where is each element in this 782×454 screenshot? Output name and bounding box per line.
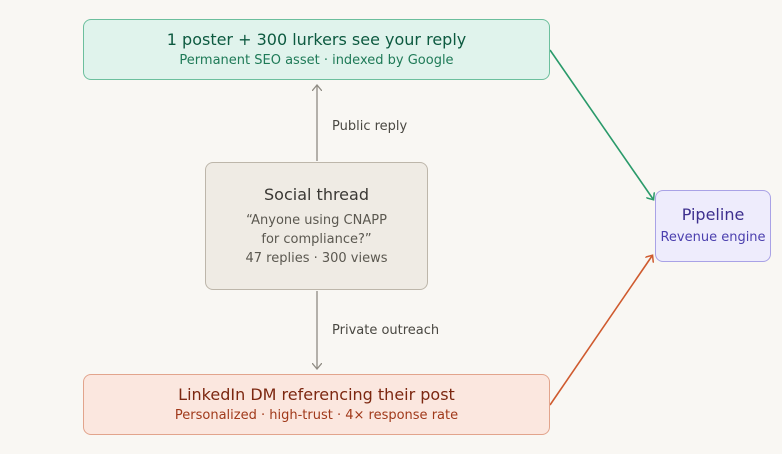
edge-bottom-to-pipeline	[549, 256, 652, 406]
node-pipeline: Pipeline Revenue engine	[655, 190, 771, 262]
node-title: Pipeline	[681, 205, 745, 224]
node-title: Social thread	[264, 184, 369, 204]
node-subtitle: Permanent SEO asset · indexed by Google	[179, 52, 454, 68]
node-social-thread: Social thread “Anyone using CNAPP for co…	[205, 162, 428, 290]
node-title: LinkedIn DM referencing their post	[178, 384, 455, 404]
node-stats: 47 replies · 300 views	[245, 250, 388, 266]
edge-label-private-outreach: Private outreach	[332, 323, 440, 338]
node-public-reply-audience: 1 poster + 300 lurkers see your reply Pe…	[83, 19, 550, 80]
node-quote-line-1: “Anyone using CNAPP	[246, 212, 387, 228]
node-subtitle: Revenue engine	[660, 230, 766, 245]
node-title: 1 poster + 300 lurkers see your reply	[166, 29, 467, 49]
node-quote-line-2: for compliance?”	[261, 231, 372, 247]
edge-top-to-pipeline	[549, 49, 653, 199]
node-subtitle: Personalized · high-trust · 4× response …	[174, 407, 459, 423]
node-linkedin-dm: LinkedIn DM referencing their post Perso…	[83, 374, 550, 435]
edge-label-public-reply: Public reply	[332, 119, 408, 134]
